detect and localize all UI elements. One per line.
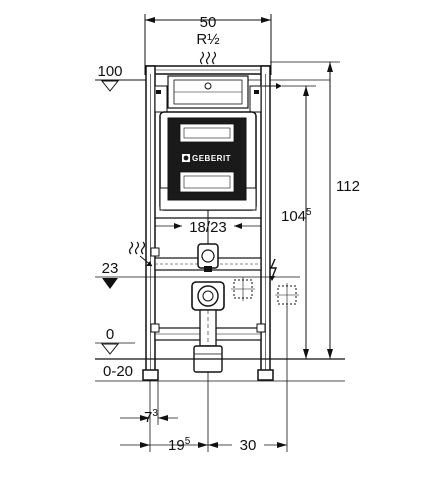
total-height-label: 112 [336, 178, 360, 195]
top-width-dimension: 50 R½ [144, 14, 272, 75]
drain-wave-icon [128, 241, 153, 267]
left-offset-dimension: 73 [120, 408, 178, 426]
socket-outline-right [275, 283, 299, 307]
spacing-19-dimension: 195 [120, 436, 208, 454]
socket-outline-left [231, 277, 255, 301]
spacing-30-label: 30 [240, 437, 257, 454]
brand-logo: GEBERIT [182, 154, 231, 163]
level-0-marker: 0 [95, 326, 135, 355]
level-100-label: 100 [97, 63, 122, 80]
level-23-label: 23 [102, 260, 119, 277]
svg-text:195: 195 [168, 436, 191, 454]
connection-size-label: R½ [196, 31, 220, 48]
spacing-19-label: 19 [168, 437, 185, 454]
supply-connection [197, 210, 219, 272]
left-offset-label: 7 [144, 409, 152, 426]
electric-icon [269, 258, 278, 281]
top-width-label: 50 [200, 14, 217, 31]
total-height-dimension: 112 [270, 61, 360, 359]
spacing-30-dimension: 30 [208, 437, 287, 454]
svg-text:73: 73 [144, 408, 158, 426]
brand-name: GEBERIT [192, 154, 231, 163]
height-104-label: 104 [281, 208, 306, 225]
level-23-marker: 23 [95, 260, 300, 289]
level-range-label: 0-20 [103, 363, 133, 380]
level-0-label: 0 [106, 326, 114, 343]
actuator-panel: GEBERIT [167, 117, 247, 201]
svg-text:1045: 1045 [281, 207, 312, 225]
left-offset-sup: 3 [152, 408, 158, 419]
height-104-dimension: 1045 [281, 85, 316, 359]
floor-line [95, 358, 345, 382]
height-104-sup: 5 [306, 207, 312, 218]
spacing-19-sup: 5 [185, 436, 191, 447]
